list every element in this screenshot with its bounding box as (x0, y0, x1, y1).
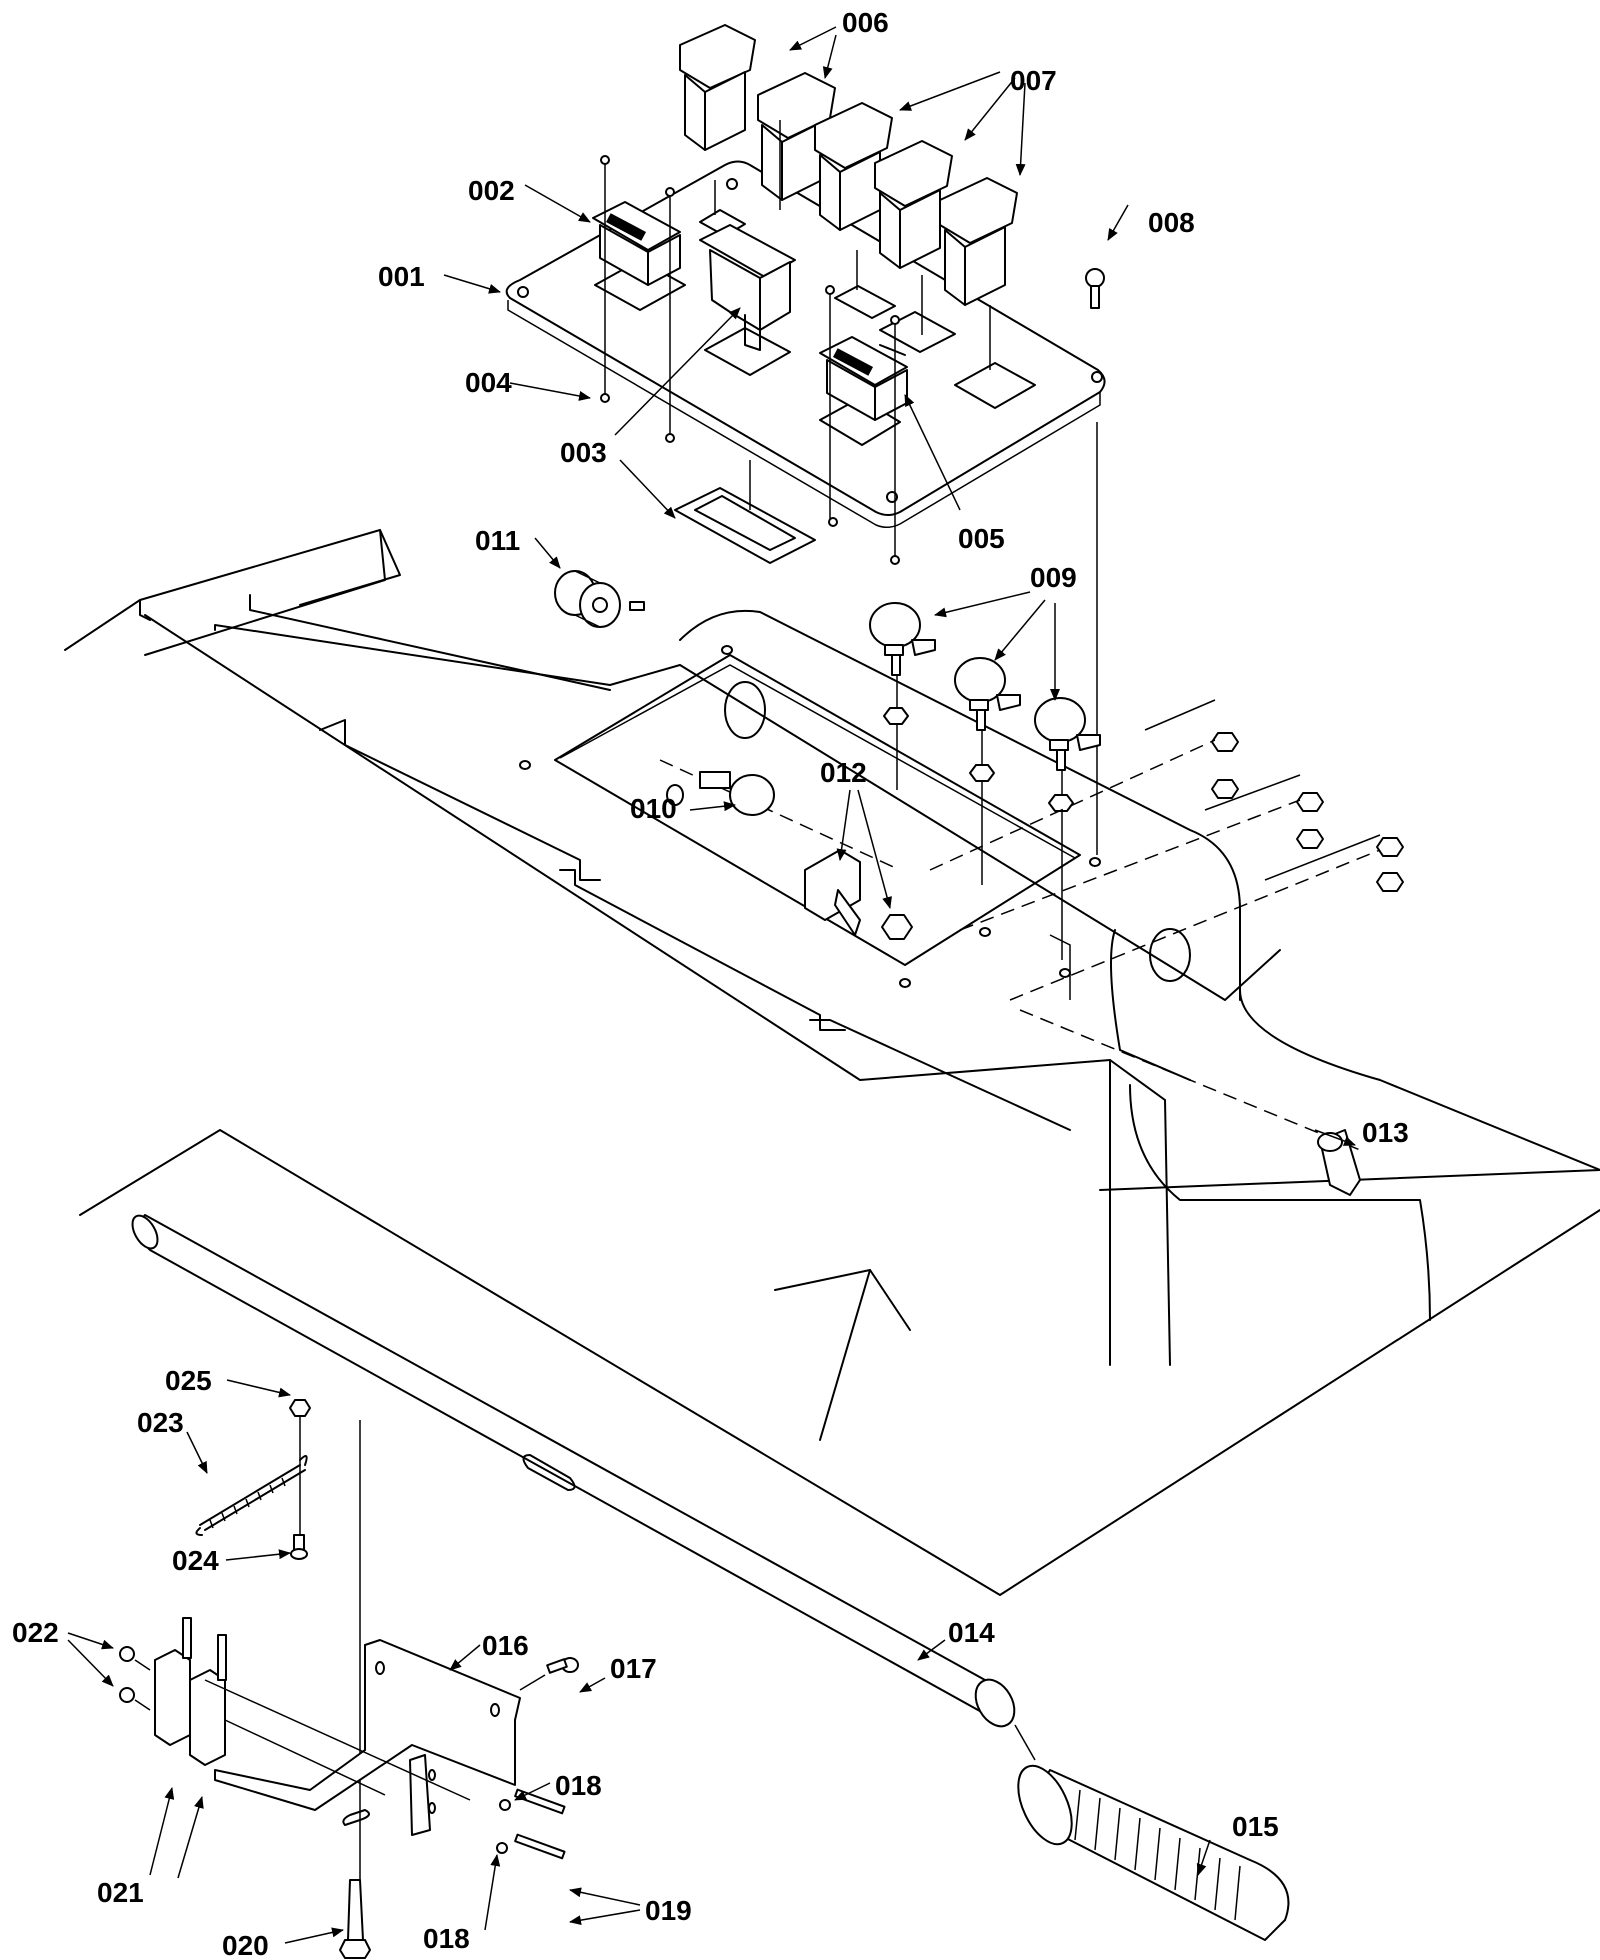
console-housing (64, 529, 1600, 1596)
callout-004: 004 (465, 367, 512, 398)
callout-003: 003 (560, 437, 607, 468)
callout-014: 014 (948, 1617, 995, 1648)
callout-015: 015 (1232, 1811, 1279, 1842)
callout-007: 007 (1010, 65, 1057, 96)
rocker-switches (679, 24, 1018, 306)
indicator-switch-002 (592, 201, 681, 286)
callout-002: 002 (468, 175, 515, 206)
callout-024: 024 (172, 1545, 219, 1576)
callout-011: 011 (475, 525, 520, 556)
fasteners (600, 120, 1105, 855)
rocker-switch (814, 102, 893, 231)
rocker-switch (939, 177, 1018, 306)
switches-021 (154, 1617, 471, 1801)
callout-022: 022 (12, 1617, 59, 1648)
rocker-switch (874, 140, 953, 269)
knobs-009 (869, 602, 1101, 960)
screw-008 (1085, 268, 1105, 309)
callout-016: 016 (482, 1630, 529, 1661)
callout-005: 005 (958, 523, 1005, 554)
small-fasteners-lower (119, 1646, 579, 1959)
leader-lines (67, 26, 1356, 1944)
grip-015 (1014, 1724, 1290, 1941)
tube-014 (131, 1214, 1016, 1930)
switch-003 (674, 224, 816, 564)
bracket-016 (214, 1639, 521, 1836)
callout-001: 001 (378, 261, 425, 292)
callout-013: 013 (1362, 1117, 1409, 1148)
part-012-toggle (804, 849, 913, 940)
nuts-right (659, 699, 1404, 1151)
callout-009: 009 (1030, 562, 1077, 593)
callout-018-upper: 018 (555, 1770, 602, 1801)
callout-012: 012 (820, 757, 867, 788)
part-010 (666, 771, 775, 816)
callout-019: 019 (645, 1895, 692, 1926)
spring-023 (195, 1399, 311, 1560)
callout-010: 010 (630, 793, 677, 824)
callout-017: 017 (610, 1653, 657, 1684)
indicator-switch-005 (819, 336, 908, 421)
bolt-020 (339, 1879, 371, 1959)
callout-006: 006 (842, 7, 889, 38)
callout-025: 025 (165, 1365, 212, 1396)
rocker-switch (679, 24, 756, 151)
callout-labels: 006 007 008 002 001 004 003 005 011 009 … (12, 7, 1409, 1960)
rocker-switch (757, 72, 836, 201)
callout-023: 023 (137, 1407, 184, 1438)
callout-020: 020 (222, 1930, 269, 1960)
callout-021: 021 (97, 1877, 144, 1908)
callout-008: 008 (1148, 207, 1195, 238)
part-011 (554, 570, 645, 628)
callout-018-lower: 018 (423, 1923, 470, 1954)
screw-017 (546, 1657, 579, 1674)
